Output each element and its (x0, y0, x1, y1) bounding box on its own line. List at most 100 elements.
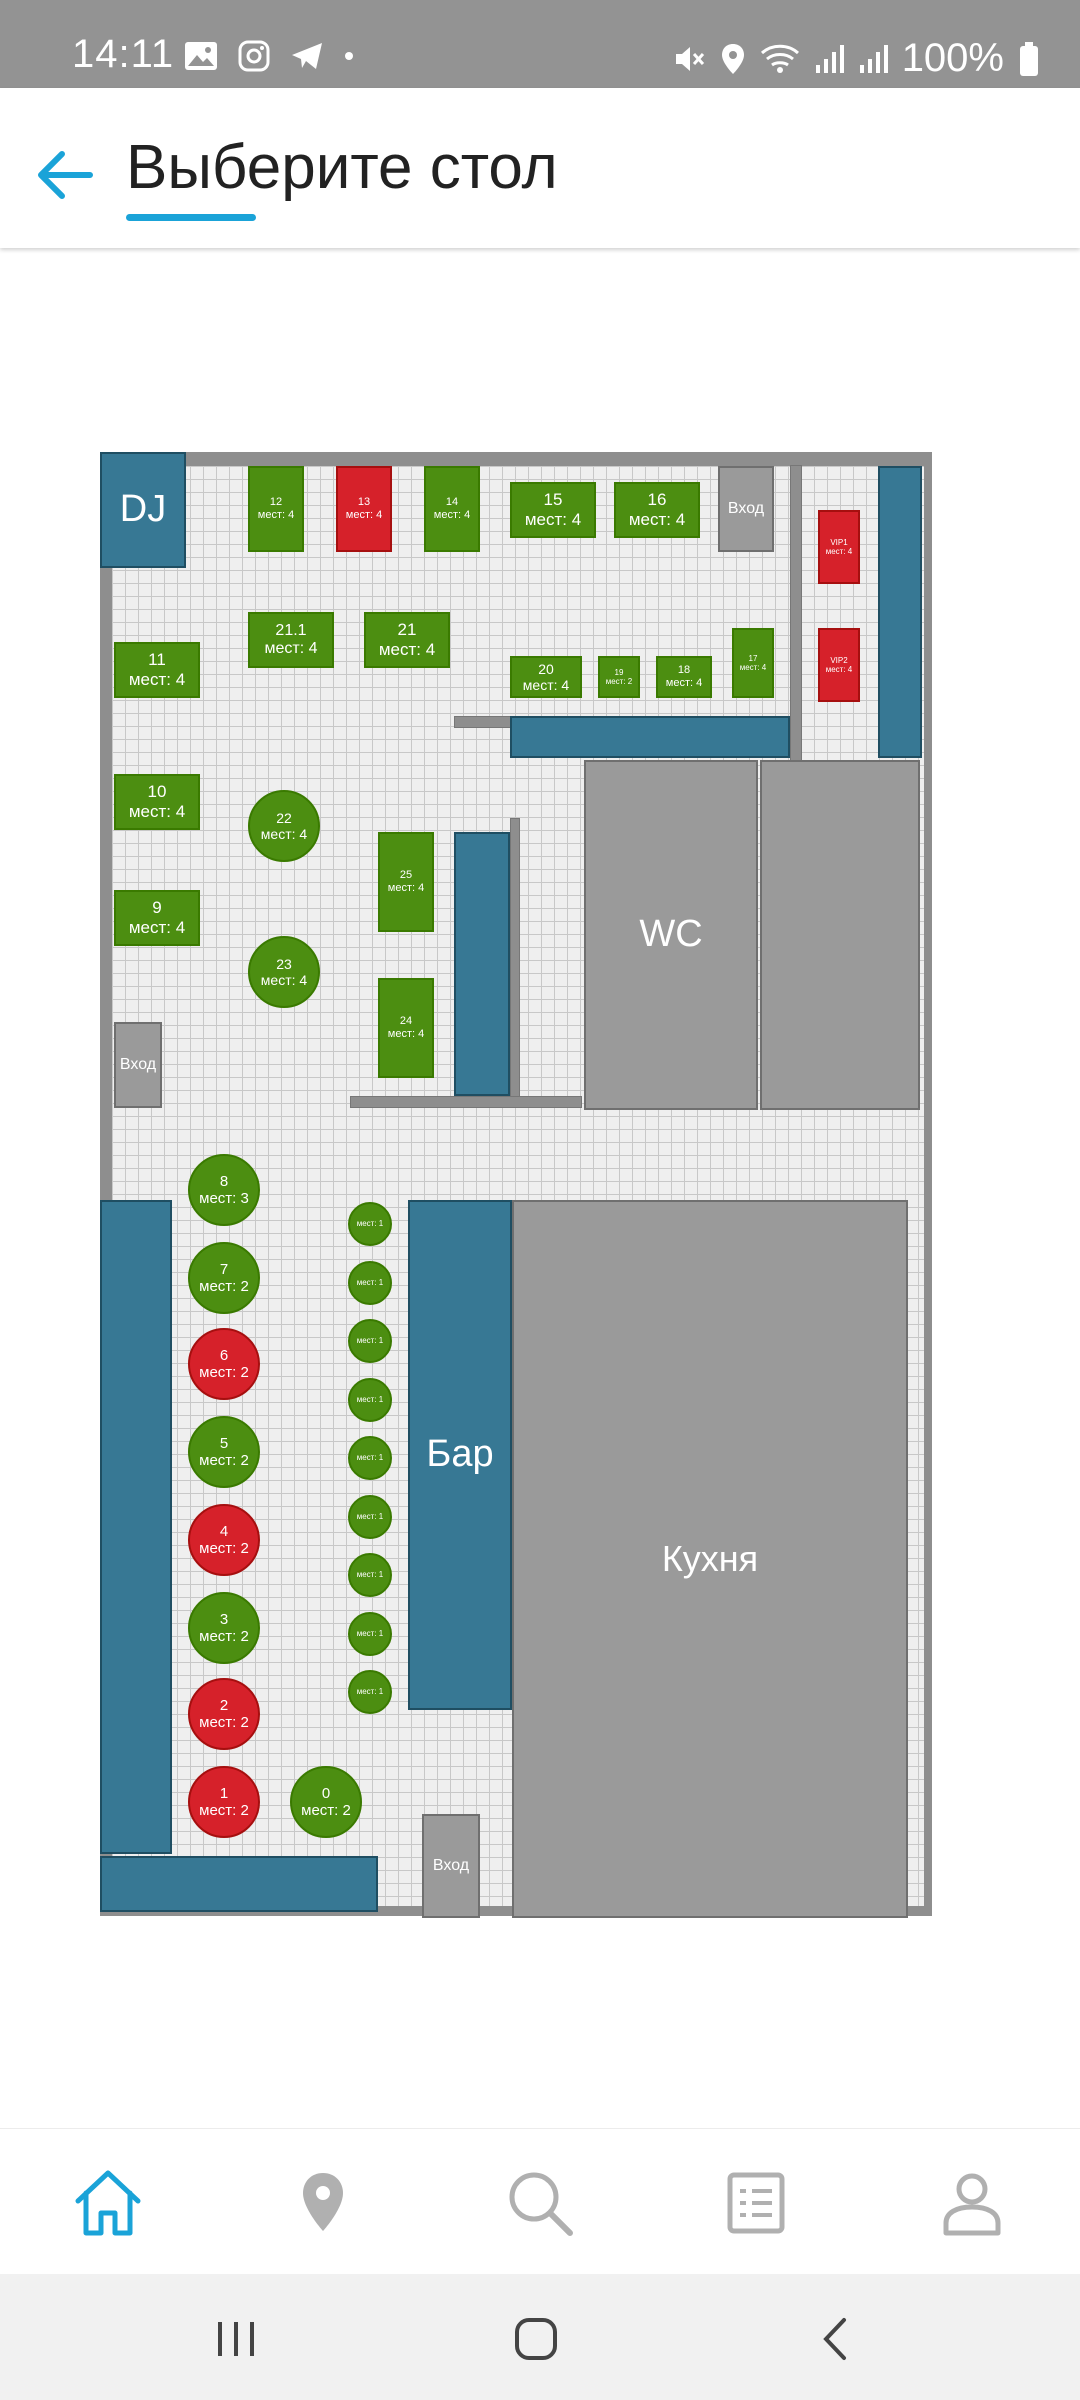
partition-wall (790, 465, 802, 771)
bar-label: Бар (426, 1433, 494, 1476)
back-button-icon[interactable] (808, 2314, 868, 2364)
table-seats: мест: 2 (199, 1628, 249, 1645)
system-nav-bar (0, 2274, 1080, 2400)
bar-stool[interactable]: мест: 1 (348, 1377, 392, 1422)
back-arrow-icon[interactable] (30, 140, 100, 210)
sofa (510, 716, 790, 758)
table-number: 20 (538, 660, 554, 677)
table-number: VIP1 (830, 537, 848, 547)
table-seats: мест: 4 (264, 640, 318, 657)
bar-stool[interactable]: мест: 1 (348, 1319, 392, 1363)
recent-apps-icon[interactable] (206, 2314, 266, 2364)
page-title: Выберите стол (126, 133, 558, 202)
table-seats: мест: 2 (605, 677, 633, 686)
entrance: Вход (718, 466, 774, 552)
entrance-label: Вход (727, 499, 765, 517)
entrance-label: Вход (432, 1856, 470, 1874)
home-button-icon[interactable] (506, 2314, 566, 2364)
partition-wall (454, 716, 514, 728)
gallery-icon (185, 42, 217, 70)
table-number: 8 (219, 1172, 229, 1190)
app-bar: Выберите стол (0, 88, 1080, 248)
bar-stool[interactable]: мест: 1 (348, 1611, 392, 1656)
partition-wall (350, 1096, 582, 1108)
table-number: 0 (321, 1784, 331, 1802)
profile-icon[interactable] (932, 2163, 1012, 2243)
table-number: 21 (397, 620, 417, 640)
bar-stool[interactable]: мест: 1 (348, 1436, 392, 1480)
bar-stool[interactable]: мест: 1 (348, 1494, 392, 1539)
battery-icon (1020, 41, 1038, 76)
table-seats: мест: 4 (825, 665, 853, 674)
bar-stool[interactable]: мест: 1 (348, 1670, 392, 1714)
sofa (878, 466, 922, 758)
bar-stool[interactable]: мест: 1 (348, 1553, 392, 1597)
table-seats: мест: 4 (825, 547, 853, 556)
table-number: 5 (219, 1434, 229, 1452)
search-icon[interactable] (500, 2163, 580, 2243)
signal-icon (815, 44, 844, 73)
table-number: 13 (357, 496, 371, 509)
table-seats: мест: 2 (301, 1802, 351, 1819)
bar-stool-seats: мест: 1 (356, 1219, 384, 1229)
bar-stool-seats: мест: 1 (356, 1628, 384, 1638)
table-number: 11 (148, 650, 166, 670)
entrance: Вход (114, 1022, 162, 1108)
table-number: 23 (276, 955, 292, 972)
bar-stool-seats: мест: 1 (356, 1511, 384, 1521)
table-number: 18 (677, 664, 691, 677)
table-number: 22 (276, 809, 292, 826)
battery-percent: 100% (901, 36, 1004, 80)
table-seats: мест: 4 (260, 826, 308, 842)
table-seats: мест: 4 (387, 1028, 425, 1040)
table-number: 16 (647, 490, 667, 510)
wc-room: WC (584, 760, 758, 1110)
table-seats: мест: 4 (739, 663, 767, 672)
table-number: 24 (399, 1015, 413, 1028)
home-icon[interactable] (68, 2163, 148, 2243)
table-seats: мест: 2 (199, 1802, 249, 1819)
table-seats: мест: 4 (665, 677, 703, 689)
bar-stool[interactable]: мест: 1 (348, 1202, 392, 1246)
dot-icon (345, 52, 353, 60)
bar-stool[interactable]: мест: 1 (348, 1260, 392, 1305)
wc-label: WC (639, 913, 703, 956)
table-number: 19 (614, 667, 624, 677)
bar-stool-seats: мест: 1 (356, 1336, 384, 1346)
location-status-icon (721, 43, 744, 74)
list-icon[interactable] (716, 2163, 796, 2243)
table-seats: мест: 4 (345, 509, 383, 521)
table-seats: мест: 4 (128, 670, 186, 689)
dj-booth: DJ (100, 452, 186, 568)
location-icon[interactable] (283, 2163, 363, 2243)
